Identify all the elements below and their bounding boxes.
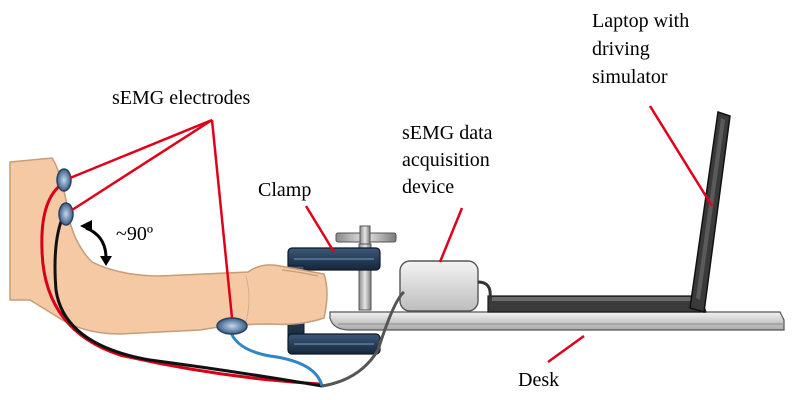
angle-arrow [80,220,112,266]
label-laptop-line2: driving [592,38,650,60]
label-electrodes: sEMG electrodes [112,87,251,109]
wrist-crease [245,275,250,323]
leader-electrodes-1 [69,118,213,180]
laptop-screen-highlight [696,118,725,300]
sEMG-device [399,260,492,312]
leader-lines [69,105,714,364]
electrodes [56,168,248,335]
labels: sEMG electrodes ~90º Clamp sEMG data acq… [112,10,689,391]
desk-top [329,311,785,331]
device-cable-right [477,280,492,299]
label-desk: Desk [518,369,559,391]
label-clamp: Clamp [258,179,311,201]
leader-laptop [648,105,714,207]
electrode-forearm [216,317,248,335]
angle-arrowhead-top [80,220,92,232]
label-device-line1: sEMG data [402,122,493,144]
leader-desk [547,334,585,364]
knuckle-line [281,269,319,277]
electrode-wires [40,182,406,388]
angle-arc [85,226,108,259]
electrode-upper-arm-1 [56,168,72,192]
laptop-base-highlight [492,297,696,301]
label-device-line3: device [402,176,454,198]
angle-arrowhead-bottom [100,256,112,266]
arm-skin [9,157,328,335]
leader-device [438,207,464,263]
label-laptop-line3: simulator [592,66,668,88]
electrode-upper-arm-2 [58,202,74,226]
label-angle: ~90º [116,223,153,245]
leader-electrodes-2 [71,118,213,212]
wire-blue [228,329,324,387]
leader-electrodes-3 [210,119,234,319]
device-box [399,260,479,312]
wire-gray [321,290,406,388]
clamp-screw-top [359,225,371,247]
leader-clamp [304,205,336,253]
label-device-line2: acquisition [402,149,490,171]
wire-black [53,213,323,388]
forearm [9,157,328,335]
laptop [487,111,731,313]
label-laptop-line1: Laptop with [592,10,689,32]
desk [329,311,785,331]
